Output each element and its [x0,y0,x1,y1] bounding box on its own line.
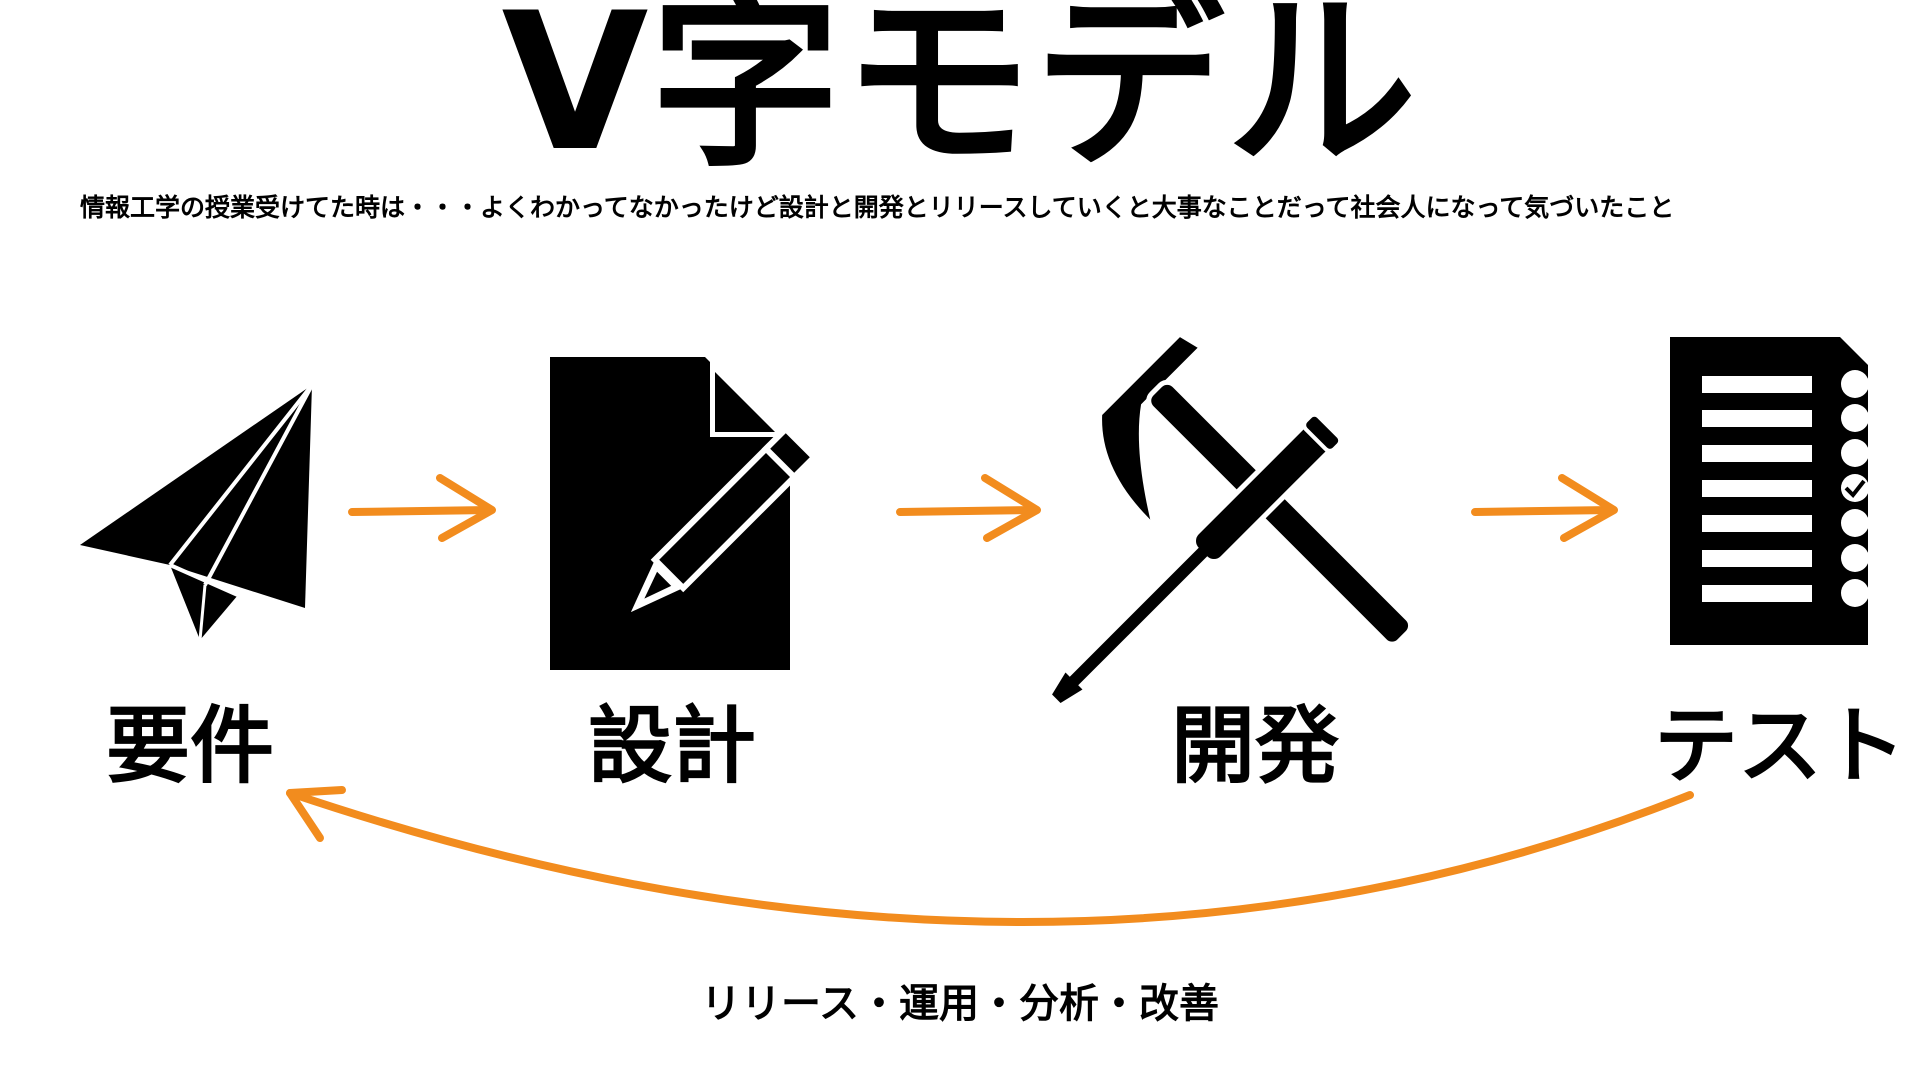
stage-label-development: 開発 [1170,697,1339,795]
feedback-loop-label: リリース・運用・分析・改善 [701,981,1219,1027]
feedback-loop-arrow [286,786,1694,926]
arrow-development-to-test [1471,474,1618,542]
stage-label-test: テスト [1653,697,1906,795]
hammer-screwdriver-icon [1052,337,1414,703]
paper-plane-icon [80,383,314,641]
subtitle: 情報工学の授業受けてた時は・・・よくわかってなかったけど設計と開発とリリースして… [80,193,1675,222]
arrow-requirements-to-design [348,474,496,542]
document-pencil-icon [550,357,819,670]
stage-label-requirements: 要件 [105,697,274,795]
arrow-design-to-development [896,474,1041,542]
stage-label-design: 設計 [587,697,756,795]
checklist-icon [1670,337,1869,645]
page-title: V字モデル [501,0,1419,193]
